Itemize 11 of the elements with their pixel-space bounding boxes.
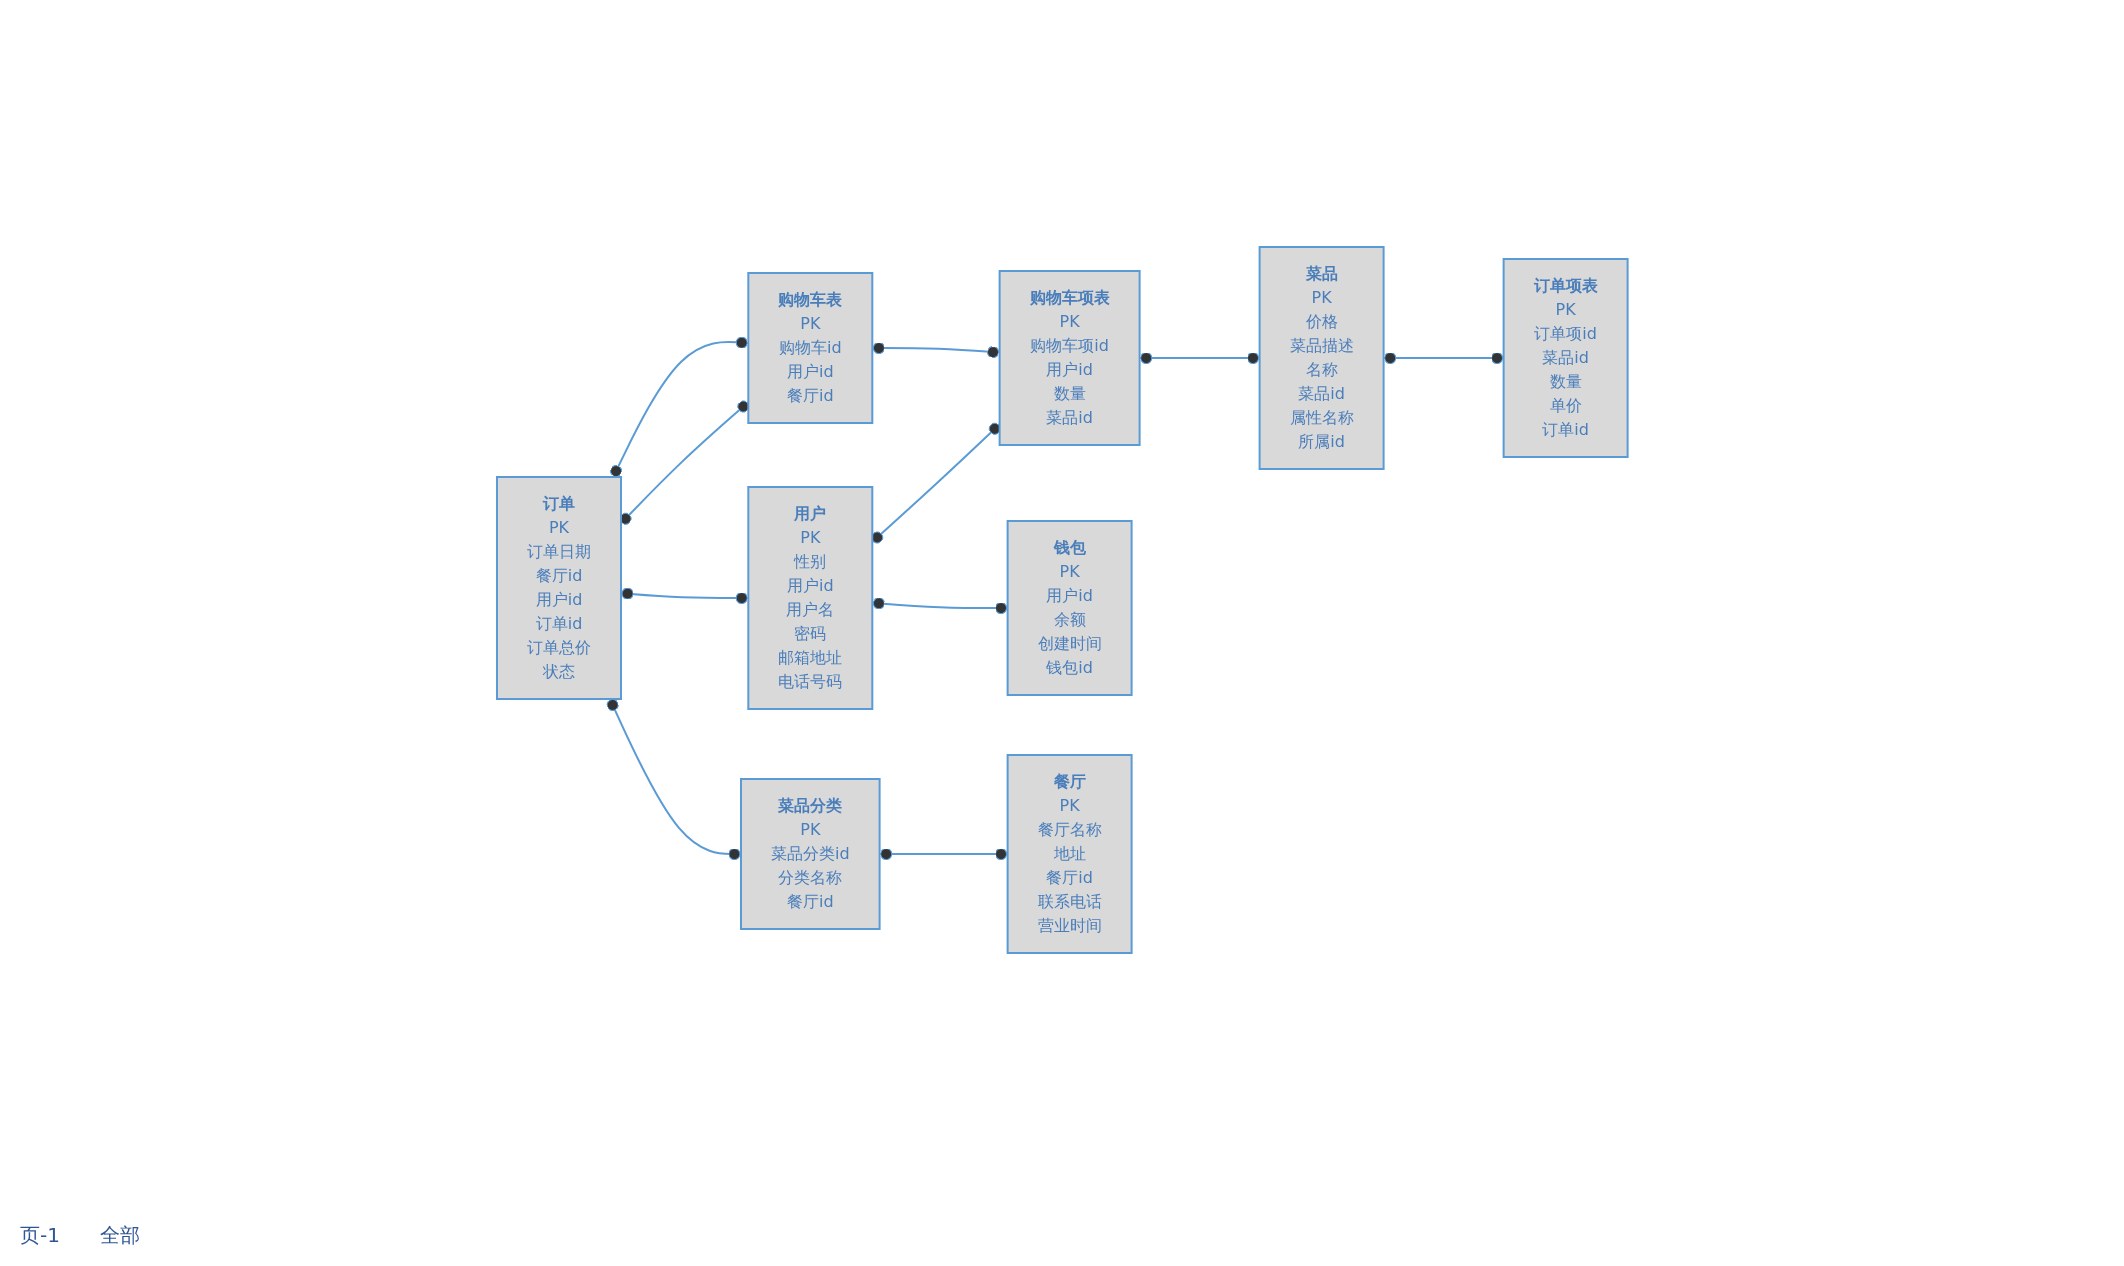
node-box: 餐厅 PK 餐厅名称 地址 餐厅id 联系电话 营业时间	[1006, 754, 1133, 954]
node-box: 购物车表 PK 购物车id 用户id 餐厅id	[747, 272, 873, 424]
node-box: 用户 PK 性别 用户id 用户名 密码 邮箱地址 电话号码	[747, 486, 873, 710]
node-box: 钱包 PK 用户id 余额 创建时间 钱包id	[1006, 520, 1133, 696]
node-box: 购物车项表 PK 购物车项id 用户id 数量 菜品id	[998, 270, 1141, 446]
node-box: 菜品分类 PK 菜品分类id 分类名称 餐厅id	[739, 778, 881, 930]
page-tab-label: 页-1	[20, 1222, 60, 1249]
node-box: 订单 PK 订单日期 餐厅id 用户id 订单id 订单总价 状态	[495, 476, 622, 700]
page-tab-label: 全部	[99, 1222, 140, 1249]
node-box: 订单项表 PK 订单项id 菜品id 数量 单价 订单id	[1502, 258, 1629, 458]
node-box: 菜品 PK 价格 菜品描述 名称 菜品id 属性名称 所属id	[1258, 246, 1385, 470]
